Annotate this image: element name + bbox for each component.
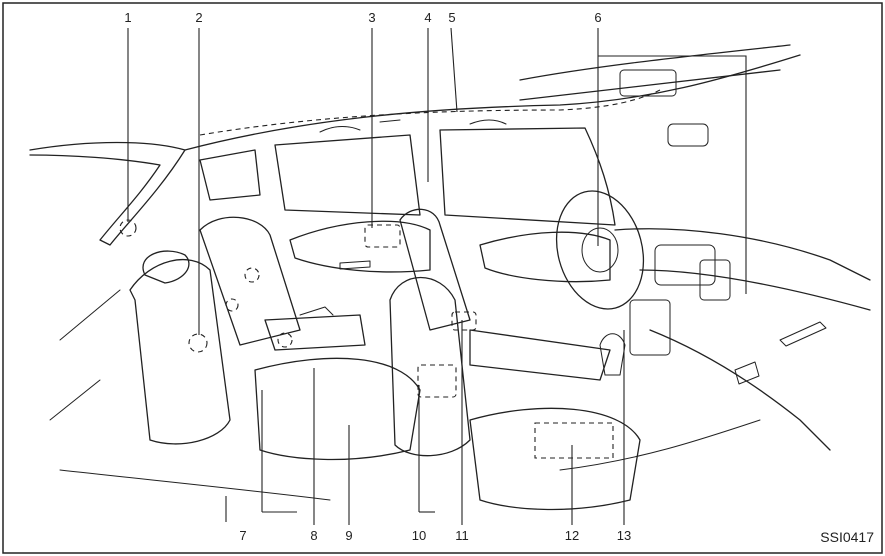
glovebox-lock (734, 361, 760, 385)
front-seatback-marker (417, 364, 457, 398)
rear-door-lines (49, 289, 121, 421)
floor-lines (59, 419, 761, 501)
dashboard (614, 228, 871, 311)
seatbelt-marker (244, 267, 260, 283)
leader-6-branch (598, 55, 747, 294)
overhead-console (619, 69, 677, 97)
side-vent (779, 321, 827, 347)
callout-3: 3 (368, 10, 375, 25)
callout-6: 6 (594, 10, 601, 25)
gear-shifter (599, 333, 626, 376)
front-door-window (274, 134, 421, 216)
cup-holder (299, 306, 334, 316)
rear-seatback-center (199, 216, 301, 346)
callout-11: 11 (455, 528, 469, 543)
rear-seat-marker (188, 333, 208, 353)
callout-12: 12 (565, 528, 579, 543)
occupant-sensor-marker (534, 422, 614, 459)
callout-10: 10 (412, 528, 426, 543)
front-seat-cushion (469, 407, 641, 511)
dash-lower-edge (649, 329, 831, 451)
rear-seat-side-marker (225, 298, 239, 312)
rear-armrest (264, 314, 366, 351)
passenger-door-panel (479, 231, 611, 283)
front-seat-headrest-area (399, 208, 471, 331)
rear-speaker-marker (119, 219, 137, 237)
center-display (654, 244, 716, 286)
rear-seatback-left (129, 258, 231, 445)
front-seatback (389, 277, 471, 457)
headliner-dashed (199, 89, 661, 136)
callout-4: 4 (424, 10, 431, 25)
door-panel (289, 220, 431, 273)
front-seat-side-marker (451, 311, 477, 331)
leader-lines (127, 27, 747, 525)
rearview-mirror (667, 123, 709, 147)
air-vent (699, 259, 731, 301)
callout-1: 1 (124, 10, 131, 25)
steering-wheel (555, 190, 645, 310)
door-armrest-marker (364, 224, 401, 248)
callout-13: 13 (617, 528, 631, 543)
car-interior-illustration (29, 44, 871, 511)
rear-headrest (142, 250, 190, 284)
callout-8: 8 (310, 528, 317, 543)
callout-labels: 1 2 3 4 5 6 7 8 9 10 11 12 13 SSI0417 (124, 10, 874, 545)
callout-5: 5 (448, 10, 455, 25)
center-stack (629, 299, 671, 356)
callout-2: 2 (195, 10, 202, 25)
rear-side-window (199, 149, 261, 201)
figure-code: SSI0417 (820, 529, 874, 545)
rear-quarter-panel (29, 141, 186, 246)
callout-7: 7 (239, 528, 246, 543)
grab-handles (319, 119, 507, 133)
roof-line (184, 54, 801, 151)
center-console (469, 329, 611, 381)
callout-9: 9 (345, 528, 352, 543)
rear-seat-cushion (254, 357, 421, 461)
sunroof-outline (519, 44, 791, 101)
windshield (439, 127, 616, 226)
steering-hub (581, 227, 619, 273)
door-pocket (339, 260, 371, 270)
rear-armrest-marker (277, 332, 293, 348)
leader-5 (450, 27, 458, 113)
